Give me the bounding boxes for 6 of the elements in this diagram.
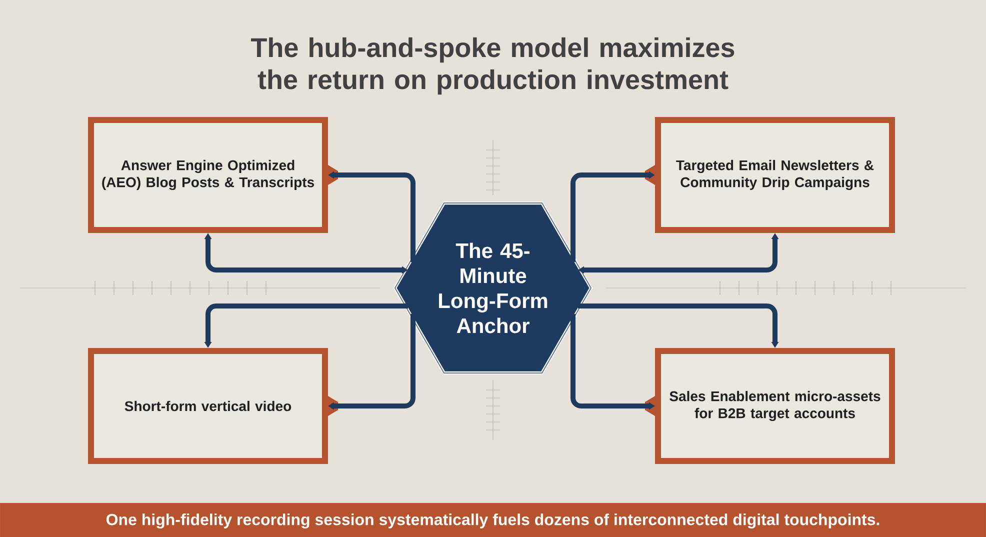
content-box: Sales Enablement micro-assets for B2B target accounts <box>645 348 895 464</box>
content-box: Answer Engine Optimized (AEO) Blog Posts & Transcripts <box>88 117 338 233</box>
content-box: Targeted Email Newsletters & Community Drip Campaigns <box>645 117 895 233</box>
caption-bar: One high-fidelity recording session systematically fuels dozens of interconnected digital touchpoints. <box>0 503 986 537</box>
content-box: Short-form vertical video <box>88 348 338 464</box>
title: The hub-and-spoke model maximizes the return on production investment <box>251 37 734 95</box>
